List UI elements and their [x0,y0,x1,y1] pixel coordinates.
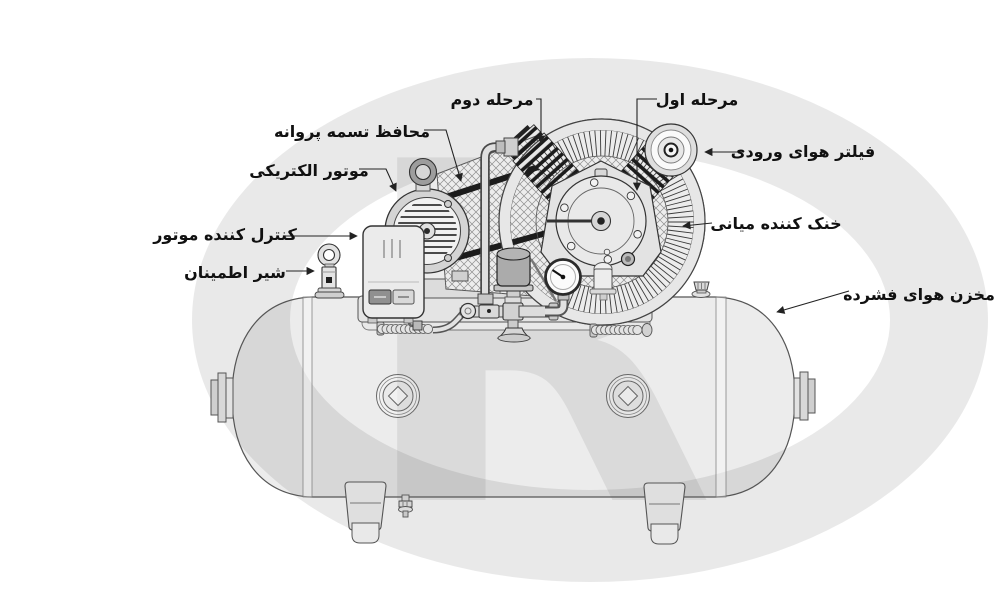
braided-hose-right [590,324,643,336]
tank-nozzle-right [793,371,816,421]
drain-valve [398,494,413,518]
label-belt-guard: محافظ تسمه پروانه [274,122,430,142]
handhole-left [376,374,420,418]
callout-intercooler: خنک کننده میانی [682,214,842,233]
tank-top-plug [691,281,711,298]
callout-inlet-air-filter: فیلتر هوای ورودی [704,142,875,161]
callout-stage-two: مرحله دوم [450,90,546,144]
label-intercooler: خنک کننده میانی [710,214,841,233]
label-stage-two: مرحله دوم [450,90,533,109]
compressor-unit [314,118,706,343]
air-tank [210,281,816,545]
handhole-right [606,374,650,418]
label-safety-valve: شیر اطمینان [184,263,286,282]
unloader-valve [589,262,617,301]
leader-stage-one [632,98,657,191]
motor-foot [451,270,469,282]
leader-belt-guard [424,129,463,182]
callout-compressed-air-tank: مخزن هوای فشرده [776,285,995,314]
tank-leg-left [344,481,387,544]
label-inlet-air-filter: فیلتر هوای ورودی [731,142,875,161]
label-compressed-air-tank: مخزن هوای فشرده [843,285,995,304]
unloader-hose [529,258,558,302]
callout-belt-guard: محافظ تسمه پروانه [274,122,463,182]
label-electric-motor: موتور الکتریکی [249,161,369,180]
discharge-pipe [477,137,519,305]
leader-stage-two [536,98,546,144]
flange-bolts [560,178,642,264]
callout-electric-motor: موتور الکتریکی [249,161,397,192]
manifold [376,258,653,343]
leader-intercooler [682,221,713,230]
tank-weld-seam-right [715,296,727,498]
safety-valve [314,243,345,299]
ball-valve [459,302,500,320]
lifting-eye [408,157,438,192]
label-stage-one: مرحله اول [656,90,739,109]
air-filter [644,123,698,177]
tank-weld-seam-left [302,296,313,498]
pressure-gauge [544,258,582,301]
braided-hose-left [376,323,434,335]
leader-compressed-air-tank [776,290,850,314]
label-motor-controller: کنترل کننده موتور [152,225,297,244]
callout-motor-controller: کنترل کننده موتور [152,225,358,244]
tank-nozzle-left [210,372,234,423]
leader-electric-motor [359,168,397,192]
callouts: محافظ تسمه پروانه مرحله دوم مرحله اول فی… [152,90,995,314]
callout-stage-one: مرحله اول [632,90,739,191]
motor-controller [362,225,425,324]
callout-safety-valve: شیر اطمینان [184,263,315,282]
